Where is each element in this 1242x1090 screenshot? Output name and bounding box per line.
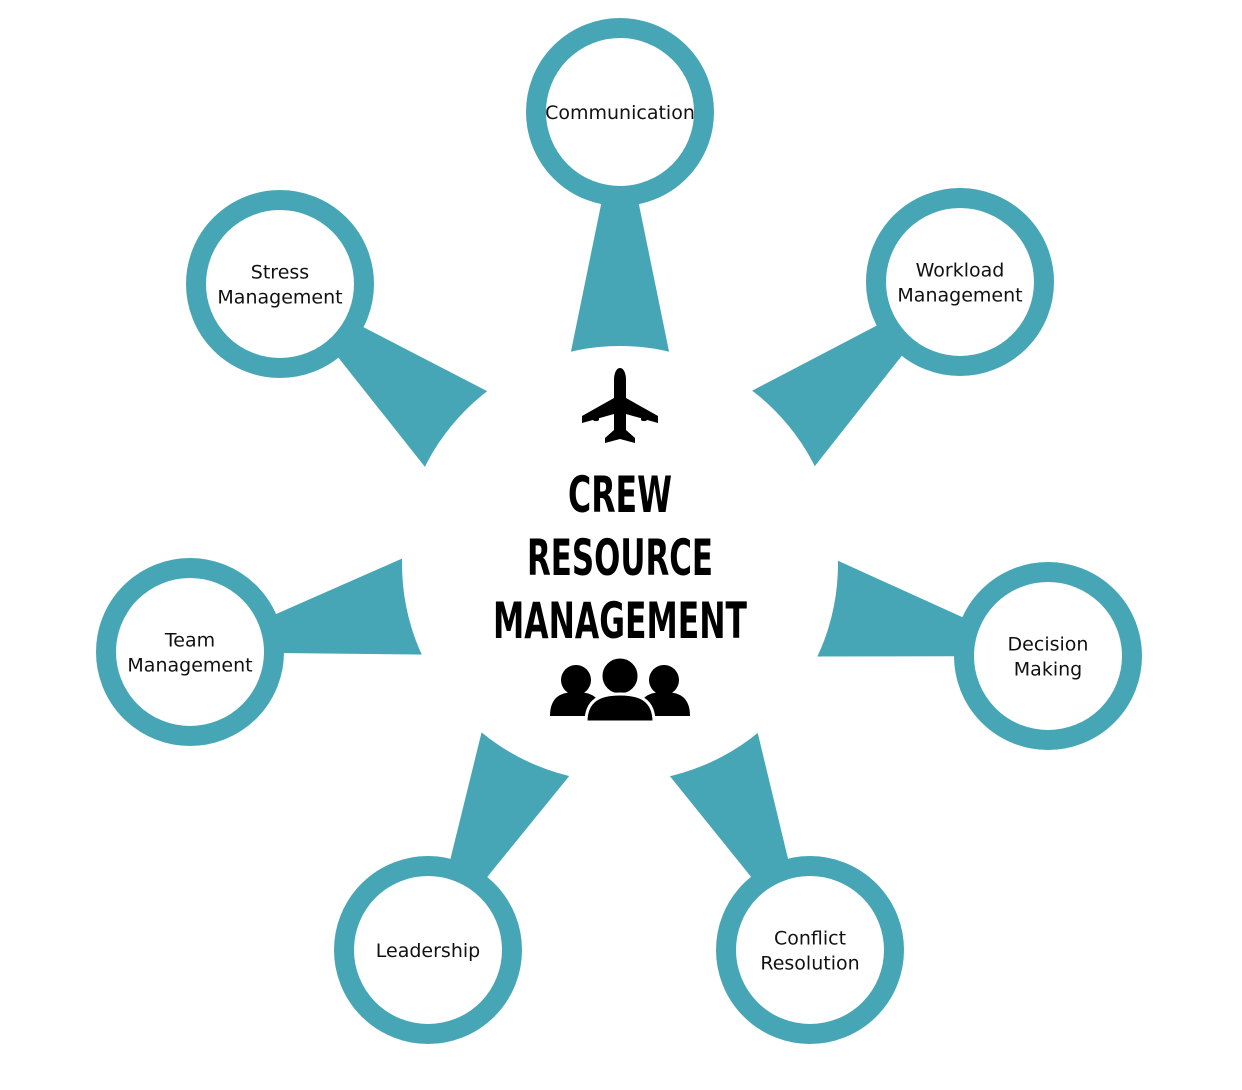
node-label-decision-making-1: Decision xyxy=(1008,634,1089,656)
node-label-team-management-1: Team xyxy=(164,630,215,652)
node-ring-leadership xyxy=(334,856,522,1044)
node-ring-stress-management xyxy=(186,190,374,378)
node-label-workload-management-2: Management xyxy=(897,285,1022,307)
node-label-conflict-resolution-1: Conflict xyxy=(774,928,846,950)
node-label-decision-making-2: Making xyxy=(1014,659,1082,681)
spoke-communication xyxy=(569,112,671,359)
node-label-stress-management-2: Management xyxy=(217,287,342,309)
people-group-icon xyxy=(550,655,690,724)
node-ring-workload-management xyxy=(866,188,1054,376)
center-title-line-2: RESOURCE xyxy=(527,529,713,587)
center-title-line-1: CREW xyxy=(568,466,672,524)
node-label-team-management-2: Management xyxy=(127,655,252,677)
node-communication: Communication xyxy=(526,18,714,206)
node-label-stress-management-1: Stress xyxy=(251,262,309,284)
node-ring-team-management xyxy=(96,558,284,746)
node-label-workload-management-1: Workload xyxy=(916,260,1005,282)
node-label-communication-1: Communication xyxy=(545,102,695,124)
center-hub xyxy=(402,346,838,782)
airplane-icon xyxy=(582,368,658,443)
outer-nodes: CommunicationWorkloadManagementDecisionM… xyxy=(96,18,1142,1044)
node-leadership: Leadership xyxy=(334,856,522,1044)
node-label-leadership-1: Leadership xyxy=(376,940,480,962)
center-title-line-3: MANAGEMENT xyxy=(493,592,747,650)
center-title: CREW RESOURCE MANAGEMENT xyxy=(493,466,747,650)
node-ring-conflict-resolution xyxy=(716,856,904,1044)
node-ring-decision-making xyxy=(954,562,1142,750)
node-ring-communication xyxy=(526,18,714,206)
node-label-conflict-resolution-2: Resolution xyxy=(760,953,859,975)
